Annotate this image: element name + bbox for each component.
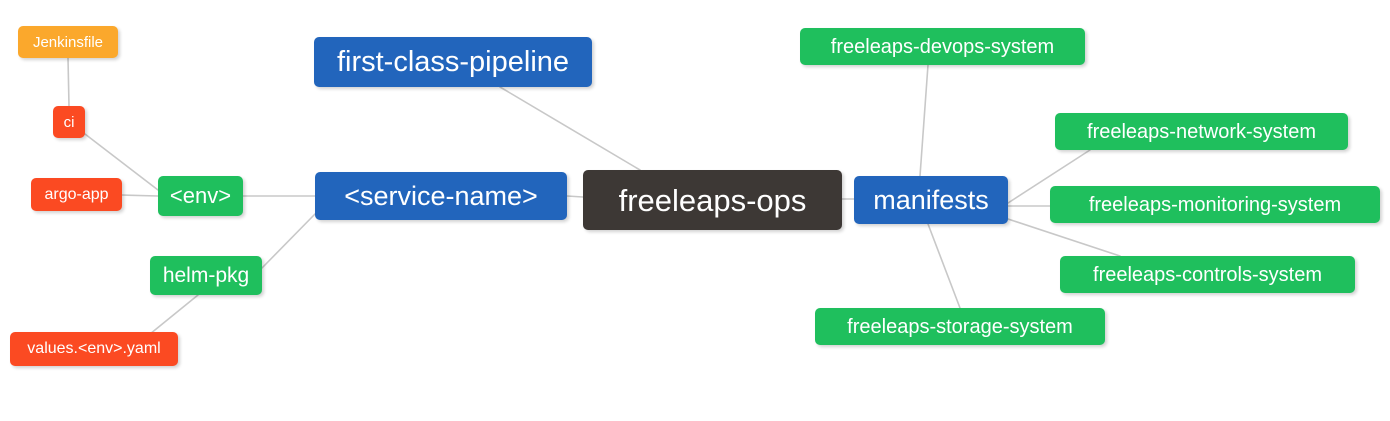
node-label: freeleaps-network-system	[1087, 120, 1316, 143]
node-env[interactable]: <env>	[158, 176, 243, 216]
node-freeleaps-storage-system[interactable]: freeleaps-storage-system	[815, 308, 1105, 345]
node-freeleaps-network-system[interactable]: freeleaps-network-system	[1055, 113, 1348, 150]
node-label: <env>	[169, 183, 232, 208]
node-label: ci	[63, 113, 75, 131]
node-label: first-class-pipeline	[336, 45, 570, 78]
node-manifests[interactable]: manifests	[854, 176, 1008, 224]
node-label: Jenkinsfile	[32, 33, 104, 51]
node-label: <service-name>	[344, 180, 538, 211]
node-argo-app[interactable]: argo-app	[31, 178, 122, 211]
edge-helm-pkg-to-values-yaml	[149, 294, 199, 335]
node-freeleaps-monitoring-system[interactable]: freeleaps-monitoring-system	[1050, 186, 1380, 223]
node-first-class-pipeline[interactable]: first-class-pipeline	[314, 37, 592, 87]
edge-first-class-pipeline-to-freeleaps-ops	[499, 86, 641, 171]
edge-manifests-to-freeleaps-controls-system	[1007, 218, 1121, 257]
node-helm-pkg[interactable]: helm-pkg	[150, 256, 262, 295]
node-label: helm-pkg	[162, 264, 250, 287]
node-label: values.<env>.yaml	[27, 340, 161, 357]
edge-jenkinsfile-to-ci	[67, 57, 70, 107]
node-label: freeleaps-monitoring-system	[1088, 193, 1342, 216]
node-label: freeleaps-devops-system	[830, 35, 1055, 58]
node-jenkinsfile[interactable]: Jenkinsfile	[18, 26, 118, 58]
node-freeleaps-devops-system[interactable]: freeleaps-devops-system	[800, 28, 1085, 65]
node-label: argo-app	[44, 185, 109, 203]
node-freeleaps-ops[interactable]: freeleaps-ops	[583, 170, 842, 230]
node-label: freeleaps-ops	[618, 182, 807, 218]
node-service-name[interactable]: <service-name>	[315, 172, 567, 220]
node-label: freeleaps-storage-system	[847, 315, 1073, 338]
node-label: freeleaps-controls-system	[1093, 263, 1322, 286]
node-values-yaml[interactable]: values.<env>.yaml	[10, 332, 178, 366]
edge-manifests-to-freeleaps-storage-system	[927, 223, 961, 309]
edge-argo-app-to-env	[121, 194, 159, 197]
edge-service-name-to-helm-pkg	[261, 213, 316, 269]
node-freeleaps-controls-system[interactable]: freeleaps-controls-system	[1060, 256, 1355, 293]
edge-manifests-to-freeleaps-devops-system	[919, 64, 929, 177]
edge-service-name-to-freeleaps-ops	[566, 195, 584, 198]
node-label: manifests	[873, 184, 989, 215]
node-ci[interactable]: ci	[53, 106, 85, 138]
